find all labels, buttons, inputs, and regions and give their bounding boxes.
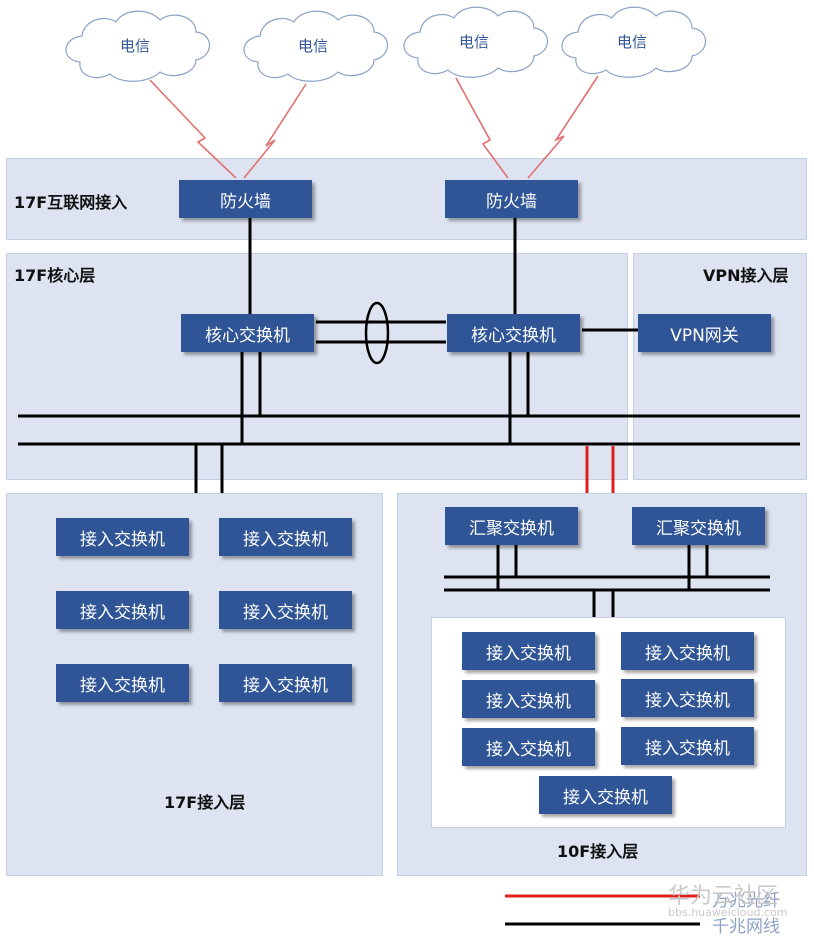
- access-switch-node: 接入交换机: [219, 591, 352, 629]
- wan-link: [455, 77, 509, 179]
- wan-link: [527, 75, 599, 179]
- wan-link: [149, 79, 237, 179]
- core-layer-label: 17F核心层: [14, 266, 96, 285]
- cloud-icon: [561, 6, 707, 78]
- legend-fiber-label: 万兆光纤: [712, 891, 780, 911]
- access-switch-node: 接入交换机: [56, 518, 189, 556]
- cloud-label: 电信: [459, 33, 490, 51]
- core-switch-node: 核心交换机: [447, 314, 580, 352]
- firewall-node: 防火墙: [179, 180, 312, 218]
- access-switch-node: 接入交换机: [621, 727, 754, 765]
- core-layer-region: [6, 253, 628, 480]
- aggregation-switch-node: 汇聚交换机: [632, 507, 765, 545]
- access-switch-node: 接入交换机: [219, 518, 352, 556]
- access-switch-node: 接入交换机: [462, 728, 595, 766]
- access-switch-node: 接入交换机: [462, 680, 595, 718]
- vpn-access-region: [633, 253, 807, 480]
- firewall-node: 防火墙: [445, 180, 578, 218]
- access-switch-node: 接入交换机: [462, 632, 595, 670]
- cloud-icon: [243, 10, 389, 82]
- access-switch-node: 接入交换机: [621, 679, 754, 717]
- link-aggregation-ellipse: [364, 301, 390, 365]
- internet-access-region: [6, 158, 807, 240]
- internet-access-label: 17F互联网接入: [14, 193, 128, 212]
- access-10f-label: 10F接入层: [557, 842, 639, 861]
- aggregation-switch-node: 汇聚交换机: [445, 507, 578, 545]
- access-switch-node: 接入交换机: [539, 776, 672, 814]
- access-switch-node: 接入交换机: [56, 664, 189, 702]
- cloud-label: 电信: [120, 37, 151, 55]
- access-switch-node: 接入交换机: [56, 591, 189, 629]
- access-switch-node: 接入交换机: [621, 632, 754, 670]
- cloud-icon: [65, 10, 211, 82]
- watermark-url: bbs.huaweicloud.com: [668, 906, 788, 919]
- access-switch-node: 接入交换机: [219, 664, 352, 702]
- core-switch-node: 核心交换机: [181, 314, 314, 352]
- cloud-label: 电信: [617, 33, 648, 51]
- wan-link: [243, 83, 307, 179]
- watermark-title: 华为云社区: [668, 884, 779, 909]
- vpn-gateway-node: VPN网关: [638, 314, 771, 352]
- cloud-icon: [403, 6, 549, 78]
- cloud-label: 电信: [298, 37, 329, 55]
- access-17f-label: 17F接入层: [164, 793, 246, 812]
- legend-copper-label: 千兆网线: [712, 917, 780, 937]
- vpn-access-label: VPN接入层: [703, 266, 789, 285]
